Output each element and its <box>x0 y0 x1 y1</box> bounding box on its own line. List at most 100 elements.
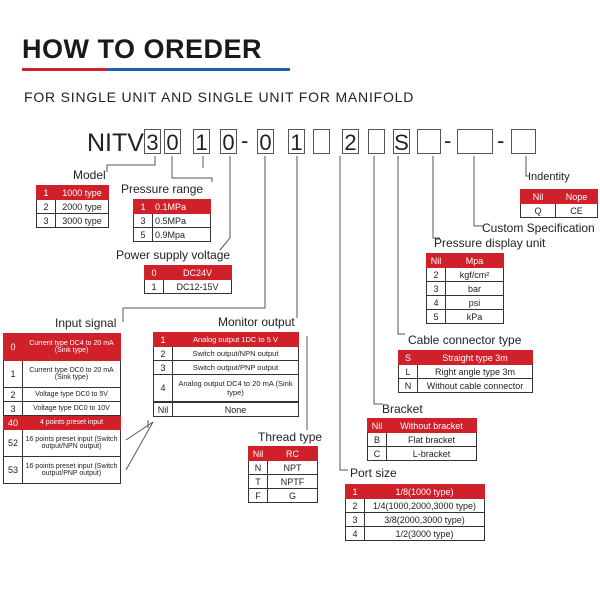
bracket-label: Bracket <box>382 402 423 416</box>
table-cell: 2 <box>36 199 56 214</box>
table-cell: L <box>398 364 418 379</box>
code-box: 0 <box>164 129 181 155</box>
table-cell: N <box>398 378 418 393</box>
table-cell: 3 <box>345 512 365 527</box>
table-cell: 3000 type <box>55 213 109 228</box>
table-cell: RC <box>267 446 318 461</box>
table-cell: 4 <box>426 295 446 310</box>
table-cell: 5 <box>133 227 153 242</box>
table-cell: psi <box>445 295 504 310</box>
code-box <box>457 129 493 154</box>
page-title: HOW TO OREDER <box>22 34 263 64</box>
thread-type-label: Thread type <box>258 430 323 444</box>
table-cell: 3 <box>36 213 56 228</box>
table-cell: 2 <box>153 346 173 361</box>
pressure-range-label: Pressure range <box>121 182 204 196</box>
table-cell: Current type DC0 to 20 mA (Sink type) <box>22 360 121 388</box>
table-cell: Straight type 3m <box>417 350 533 365</box>
table-cell: 1 <box>36 185 56 200</box>
page-subtitle: FOR SINGLE UNIT AND SINGLE UNIT FOR MANI… <box>24 89 415 105</box>
table-cell: 2 <box>3 387 23 402</box>
table-cell: Nil <box>520 189 556 204</box>
table-cell: B <box>367 432 387 447</box>
table-cell: 1 <box>133 199 153 214</box>
table-cell: S <box>398 350 418 365</box>
table-cell: 1 <box>3 360 23 388</box>
table-cell: 0 <box>144 265 164 280</box>
table-cell: Voltage type DC0 to 10V <box>22 401 121 416</box>
code-box: 1 <box>288 129 305 155</box>
code-box <box>417 129 441 154</box>
table-cell: Switch output/NPN output <box>172 346 299 361</box>
table-cell: None <box>172 401 299 417</box>
table-cell: 2 <box>426 267 446 282</box>
custom-spec-label: Custom Specification <box>482 221 595 235</box>
table-cell: 40 <box>3 415 23 430</box>
table-cell: C <box>367 446 387 461</box>
code-box <box>511 129 536 154</box>
table-cell: 0 <box>3 333 23 361</box>
table-cell: 2 <box>345 498 365 513</box>
table-cell: Analog output DC4 to 20 mA (Sink type) <box>172 374 299 403</box>
table-cell: Nil <box>426 253 446 268</box>
table-cell: F <box>248 488 268 503</box>
table-cell: 4 <box>153 374 173 403</box>
table-cell: 52 <box>3 429 23 457</box>
table-cell: 1/4(1000,2000,3000 type) <box>364 498 485 513</box>
table-cell: Analog output 1DC to 5 V <box>172 332 299 347</box>
table-cell: 0.1MPa <box>152 199 211 214</box>
table-cell: 0.9Mpa <box>152 227 211 242</box>
table-cell: 1000 type <box>55 185 109 200</box>
table-cell: Without cable connector <box>417 378 533 393</box>
table-cell: Q <box>520 203 556 218</box>
table-cell: 3 <box>153 360 173 375</box>
code-prefix: NITV <box>87 129 144 157</box>
table-cell: kPa <box>445 309 504 324</box>
code-box: S <box>393 129 410 155</box>
table-cell: 16 points preset input (Switch output/PN… <box>22 456 121 484</box>
table-cell: 16 points preset input (Switch output/NP… <box>22 429 121 457</box>
code-box: 0 <box>220 129 237 155</box>
table-cell: N <box>248 460 268 475</box>
table-cell: NPT <box>267 460 318 475</box>
table-cell: 4 <box>345 526 365 541</box>
table-cell: Current type DC4 to 20 mA (Sink type) <box>22 333 121 361</box>
port-size-label: Port size <box>350 466 397 480</box>
pressure-unit-label: Pressure display unit <box>434 236 546 250</box>
table-cell: 5 <box>426 309 446 324</box>
monitor-output-label: Monitor output <box>218 315 295 329</box>
